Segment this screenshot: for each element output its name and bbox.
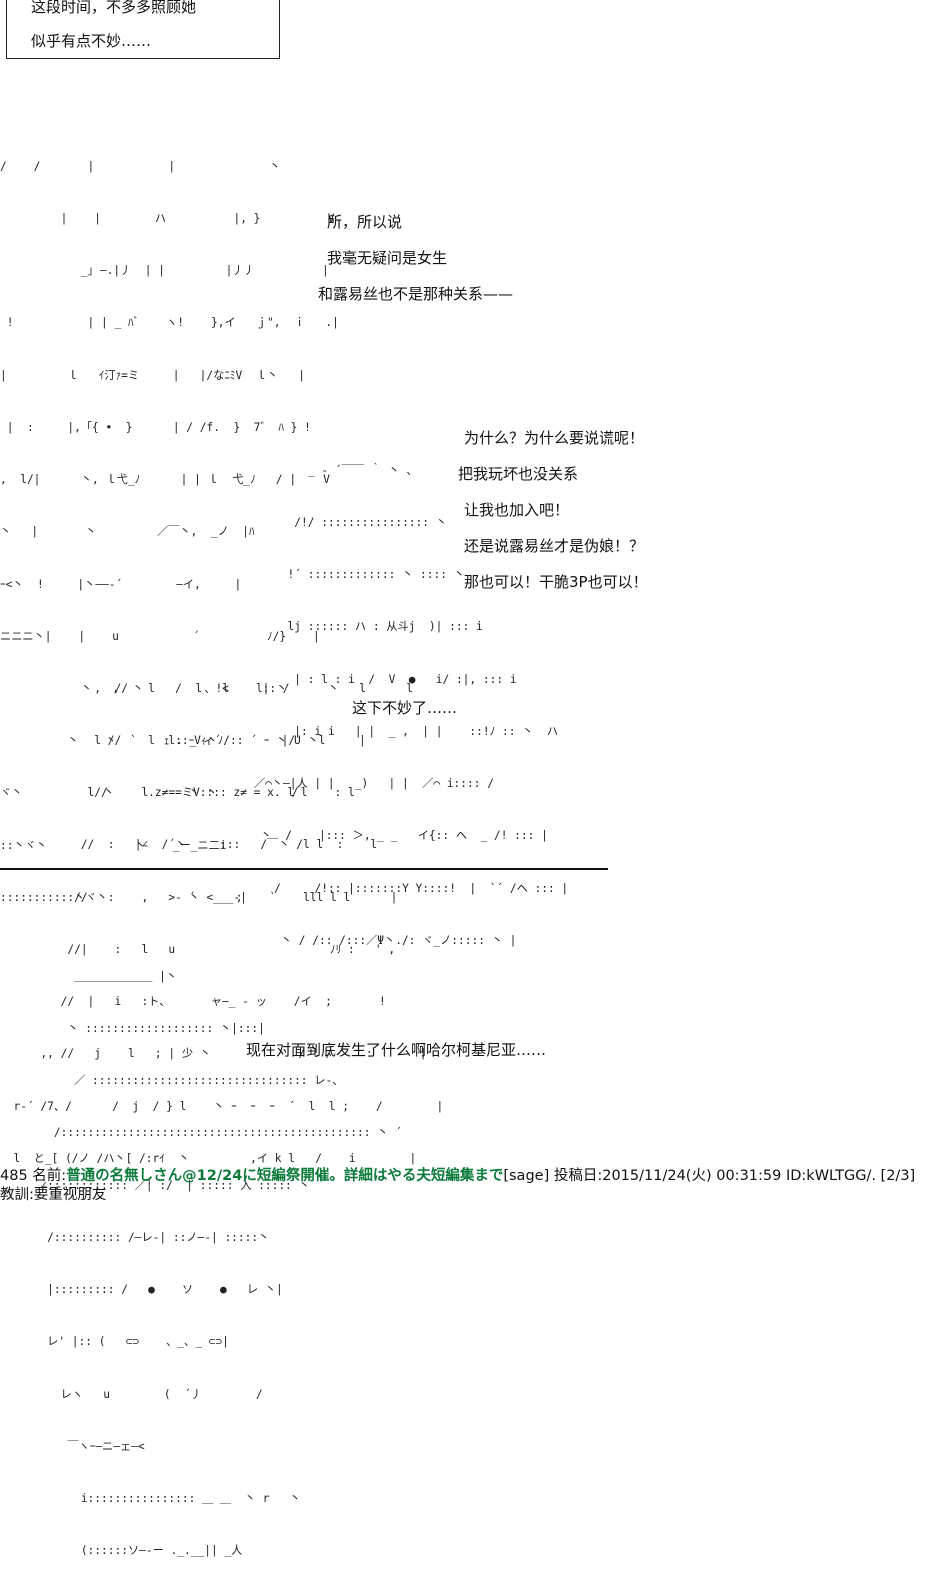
dialog-line: 和露易丝也不是那种关系—— [318, 285, 514, 303]
art-line: レヽ u ( ´丿 / [0, 1387, 263, 1401]
dialog-line: 现在对面到底发生了什么啊哈尔柯基尼亚…… [246, 1041, 547, 1059]
art-line: |: i i | | _ , | | ::!ﾉ :: 丶 ハ [200, 724, 559, 738]
art-line: , // l / l !l l::丶 丶 l l [0, 681, 414, 695]
art-line: ／⌒丶―|人 | | _) | | ／⌒ i:::: / [200, 777, 494, 791]
mail-field: [sage] [503, 1168, 550, 1184]
ascii-art-panel-4: ＿＿＿＿＿＿＿ |丶 丶 ::::::::::::::::::: 丶|:::| … [0, 933, 402, 1577]
date-label: 投稿日: [553, 1168, 603, 1184]
art-line: 丶 丶 ` ｪ . _ ィ´ |/ [0, 734, 296, 748]
art-line: :::::::::::丶ヾ丶 丶 <___-| [0, 890, 247, 904]
poster-name: 普通の名無しさん@12/24に短編祭開催。詳細はやる夫短編集まで [66, 1168, 504, 1184]
art-line: //| : l u ﾉﾘ : ' , [0, 942, 396, 956]
ascii-art-panel-1: / / | | 丶 | | ハ |, } V _｣ ―.|丿 | | |丿丿 |… [0, 123, 339, 924]
name-label: 名前: [32, 1168, 67, 1184]
art-line: 丶 ::::::::::::::::::: 丶|:::| [0, 1022, 265, 1036]
top-caption-line-2: 似乎有点不妙…… [31, 32, 152, 50]
page-indicator: [2/3] [880, 1168, 916, 1184]
dialog-line: 那也可以！干脆3P也可以！ [464, 573, 648, 591]
ascii-art-panel-2: _ - ´￣￣ ｀ 丶 、 /!/ :::::::::::::::: 丶 !´ … [200, 427, 568, 967]
art-line: /!/ :::::::::::::::: 丶 [200, 516, 447, 530]
art-line: r‐´ /7、/ / j / } l 丶 ｰ ｰ ｰ ´ l l ; / | [0, 1099, 444, 1113]
art-line: _｣ ―.|丿 | | |丿丿 | [0, 264, 329, 278]
art-line: 丶 , 丶 、 < | / [0, 682, 290, 695]
art-line: / /!:: |:::::::Y Y::::! | `´ /ヘ ::: | [200, 881, 569, 895]
poster-id[interactable]: kWLTGG/. [806, 1168, 876, 1184]
dialog-line: 为什么？为什么要说谎呢！ [464, 429, 645, 447]
art-line: | : |,「{ • } | / /f. } 7゛ ﾊ } ! [0, 420, 311, 434]
art-line: ￣ヽｰ―ニ―ェ―< [0, 1439, 145, 1453]
art-line: レ' |:: ( ⊂⊃ 、_、_ ⊂⊃| [0, 1335, 229, 1349]
dialog-line: 所，所以说 [327, 213, 403, 231]
lesson-text: 要重视朋友 [33, 1187, 107, 1203]
post-number[interactable]: 485 [0, 1168, 28, 1184]
art-line: // : , >‐ ´ ; ` lll l l | [0, 890, 398, 904]
art-line: , l/| 丶, ｌ弋_ﾉ | | ｌ 弋_ﾉ / | V [0, 473, 330, 487]
art-line: ,, // j l ; | 少 丶 / l / : | [0, 1047, 427, 1061]
art-line: 丶 / |::: ＞, _ _ イ{:: ヘ _ /! ::: | [200, 829, 548, 843]
art-line: l // l l::ｰVｨ丶ﾉ/:: ´ ｰ 丶 U 丶l | [0, 734, 366, 748]
art-line: // : |∠ /´丶 ::: /￣丶 /l l : l [0, 838, 378, 852]
id-label: ID: [785, 1168, 807, 1184]
post-date: 2015/11/24(火) 00:31:59 [602, 1168, 782, 1184]
dialog-line: 我毫无疑问是女生 [327, 249, 448, 267]
art-line: 丶 / /:: /:::／Ψ丶./: ヾ_ノ::::: 丶 | [200, 933, 517, 947]
post-lesson: 教訓:要重视朋友 [0, 1186, 106, 1204]
top-caption-line-1: 这段时间，不多多照顾她 [31, 0, 197, 16]
art-line: l// l.z≠==ミV:::: z≠ = x. l l : l [0, 786, 355, 800]
art-line: ／ :::::::::::::::::::::::::::::::: レ-、 [0, 1074, 344, 1088]
top-caption-box: 这段时间，不多多照顾她 似乎有点不妙…… [6, 0, 280, 59]
art-line: | : l : i / V ● i/ :|, ::: i [200, 672, 517, 686]
art-line: 丶 | 丶 ／￣丶, _ノ |ﾊ [0, 525, 255, 539]
art-line: l と_[ (/ノ /ハ丶[ /:rｲ 丶 ,イ k l / i | [0, 1151, 417, 1165]
art-line: |::::::::: / ● ソ ● レ 丶| [0, 1283, 283, 1297]
art-line: /:::::::::::::::::::::::::::::::::::::::… [0, 1126, 402, 1140]
art-line: (::::::ソ―‐ー ._.__|| _人 [0, 1544, 243, 1558]
art-line: ∠:::::::::::: ／| :/ | ::::: 入 ::::: 丶 [0, 1178, 310, 1192]
lesson-label: 教訓: [0, 1187, 34, 1203]
dialog-line: 把我玩坏也没关系 [458, 465, 579, 483]
art-line: / / | | 丶 [0, 159, 281, 173]
art-line: lj :::::: ハ : 从斗j )| ::: i [200, 620, 483, 634]
section-divider [0, 868, 608, 870]
art-line: ｰ<丶 ! |丶――‐´ ―イ, | [0, 577, 242, 591]
art-line: // | i :ト、 ャ―_ - ッ /イ ; ! [0, 995, 386, 1009]
post-header: 485 名前:普通の名無しさん@12/24に短編祭開催。詳細はやる夫短編集まで[… [0, 1167, 915, 1185]
art-line: ニニニ丶| | u ´ ﾉ/} | [0, 629, 320, 643]
dialog-line: 让我也加入吧！ [464, 501, 570, 519]
art-line: _ - ´￣￣ ｀ 丶 、 [200, 463, 418, 477]
dialog-line: 这下不妙了…… [352, 699, 458, 717]
art-line: ヾ丶 丶 丶 丶 / [0, 786, 299, 800]
art-line: !´ ::::::::::::: 丶 :::: 丶 [200, 568, 465, 582]
art-line: | | ハ |, } V [0, 212, 335, 226]
art-line: /:::::::::: /―レ‐| ::ノ―‐| :::::丶 [0, 1230, 270, 1244]
ascii-art-panel-3: , // l / l !l l::丶 丶 l l l // l l::ｰVｨ丶ﾉ… [0, 645, 443, 1185]
art-line: ＿＿＿＿＿＿＿ |丶 [0, 969, 178, 983]
art-line: | ｌ ｲ汀ｧ=ミ | |/なﾆﾐV ｌ丶 | [0, 368, 306, 382]
art-line: ::丶ヾ丶 丶 _ー_ニ二i [0, 838, 227, 852]
dialog-line: 还是说露易丝才是伪娘！？ [464, 537, 645, 555]
art-line: i:::::::::::::::: ＿ ＿ 丶 r 丶 [0, 1492, 301, 1505]
art-line: ! | | _ ﾊﾞ ヽ! },イ ｊ", ｉ .| [0, 316, 339, 330]
